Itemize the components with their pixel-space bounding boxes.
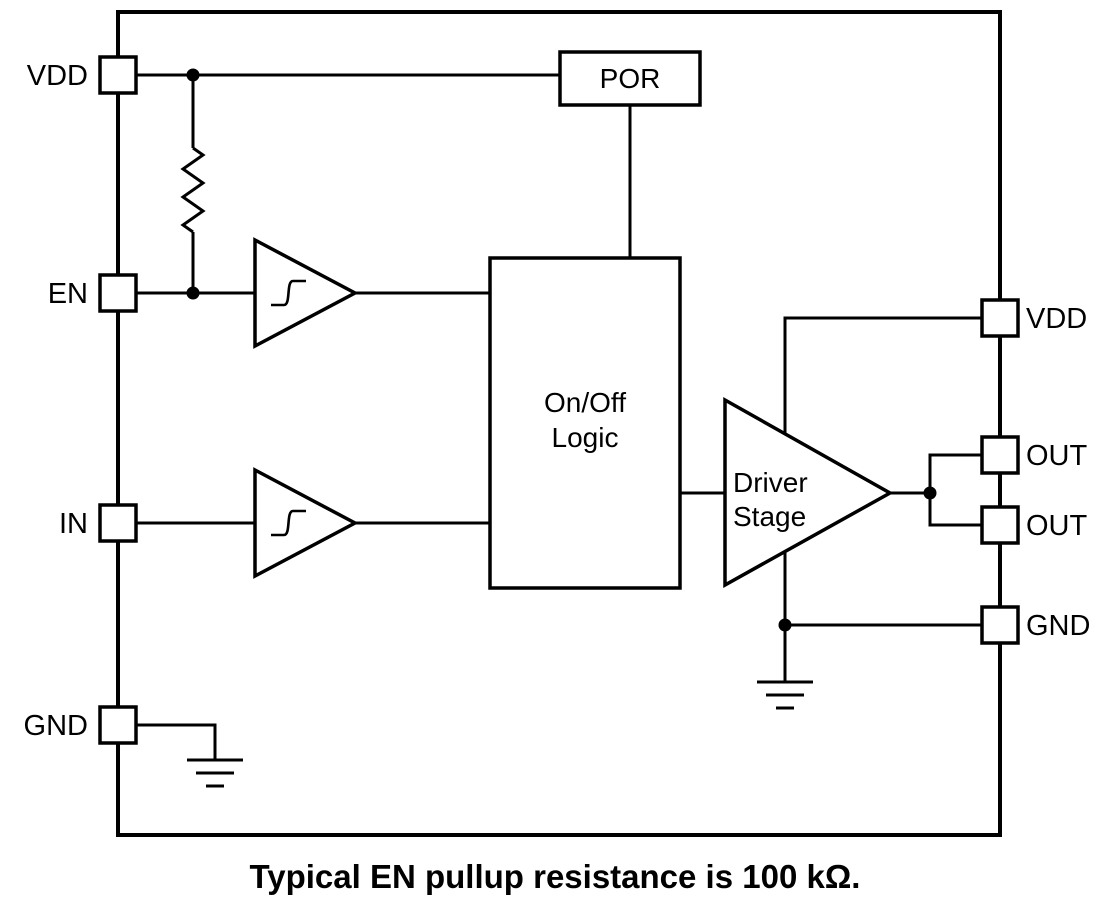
wire-vdd-right-to-driver: [783, 316, 982, 445]
driver-stage-label-line2: Stage: [733, 501, 806, 532]
driver-stage-triangle: [723, 397, 894, 588]
ground-icon-driver: [757, 680, 813, 710]
driver-stage-label-line1: Driver: [733, 467, 808, 498]
pin-label-out-1: OUT: [1026, 440, 1088, 472]
pin-gnd-right: [980, 605, 1020, 645]
junction-dot-driver-ground: [778, 618, 792, 632]
hysteresis-icon-en: [271, 279, 306, 307]
pin-in: [98, 503, 138, 543]
junction-dot-en-resistor: [186, 286, 200, 300]
pin-out-2: [980, 505, 1020, 545]
pin-out-1: [980, 435, 1020, 475]
diagram-caption: Typical EN pullup resistance is 100 kΩ.: [250, 858, 861, 895]
pin-label-out-2: OUT: [1026, 510, 1088, 542]
wires: [136, 73, 982, 760]
pullup-resistor-icon: [180, 146, 206, 234]
por-label: POR: [600, 63, 661, 94]
por-block: [558, 50, 702, 107]
pin-label-gnd-left: GND: [24, 710, 88, 742]
pin-label-vdd-right: VDD: [1026, 303, 1087, 335]
pin-en: [98, 273, 138, 313]
onoff-logic-label-line2: Logic: [552, 422, 619, 453]
pin-gnd-left: [98, 705, 138, 745]
pin-vdd-left: [98, 55, 138, 95]
onoff-logic-label-line1: On/Off: [544, 387, 626, 418]
chip-outline: [116, 10, 1002, 837]
wire-output-to-out-pins: [928, 453, 982, 527]
pin-label-gnd-right: GND: [1026, 610, 1090, 642]
ground-icon-left: [187, 758, 243, 788]
schmitt-buffer-in: [253, 467, 359, 579]
pin-label-vdd-left: VDD: [27, 60, 88, 92]
pin-label-in: IN: [59, 508, 88, 540]
onoff-logic-block: [488, 256, 682, 590]
schmitt-buffer-en: [253, 237, 359, 349]
pin-vdd-right: [980, 298, 1020, 338]
pin-label-en: EN: [48, 278, 88, 310]
junction-dot-driver-output: [923, 486, 937, 500]
wire-gnd-left-to-ground: [136, 723, 217, 760]
junction-dot-vdd-resistor: [186, 68, 200, 82]
hysteresis-icon-in: [271, 509, 306, 537]
